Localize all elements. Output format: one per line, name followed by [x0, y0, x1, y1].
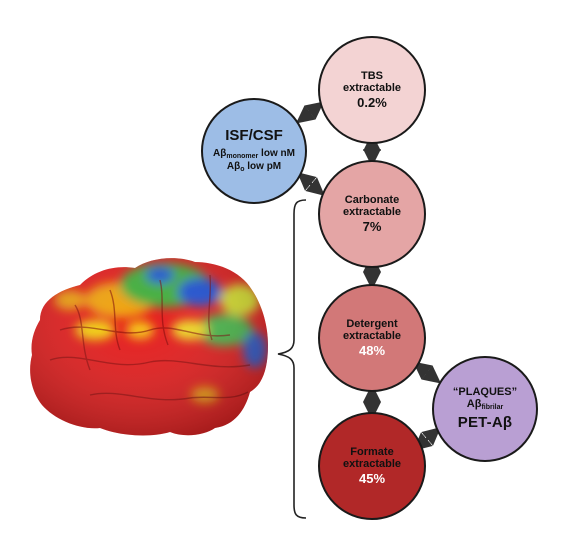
carbonate-label-line2: extractable: [342, 206, 402, 219]
formate-node: Formate extractable 45%: [318, 412, 426, 520]
fibrilar-subscript: fibrilar: [481, 404, 504, 412]
isf-oligomer-line: Aβo low pM: [227, 161, 281, 174]
carbonate-node: Carbonate extractable 7%: [318, 160, 426, 268]
tbs-label-line2: extractable: [342, 82, 402, 95]
bracket: [277, 199, 307, 519]
oligomer-concentration: low pM: [244, 160, 282, 172]
arrow-detergent-plaques: [412, 361, 442, 384]
plaques-fibrilar-line: Aβfibrilar: [467, 398, 503, 412]
formate-label-line1: Formate: [350, 445, 394, 458]
abeta-label: Aβ: [226, 160, 241, 172]
tbs-node: TBS extractable 0.2%: [318, 36, 426, 144]
carbonate-percent: 7%: [362, 218, 382, 234]
plaques-label: “PLAQUES”: [452, 386, 518, 399]
isf-csf-node: ISF/CSF Aβmonomer low nM Aβo low pM: [201, 98, 307, 204]
arrow-isf-carbonate: [297, 172, 325, 196]
detergent-node: Detergent extractable 48%: [318, 284, 426, 392]
detergent-label-line1: Detergent: [346, 317, 398, 330]
carbonate-label-line1: Carbonate: [344, 193, 400, 206]
oligomer-subscript: o: [240, 165, 245, 173]
detergent-percent: 48%: [358, 342, 386, 358]
pet-abeta-label: PET-Aβ: [457, 414, 513, 432]
isf-csf-title: ISF/CSF: [225, 127, 283, 145]
formate-percent: 45%: [358, 470, 386, 486]
tbs-percent: 0.2%: [357, 94, 387, 110]
arrow-isf-tbs: [295, 101, 325, 124]
abeta-label: Aβ: [213, 148, 227, 160]
abeta-label: Aβ: [466, 398, 482, 411]
monomer-concentration: low nM: [258, 148, 295, 160]
monomer-subscript: monomer: [226, 153, 259, 161]
formate-label-line2: extractable: [342, 458, 402, 471]
detergent-label-line2: extractable: [342, 330, 402, 343]
tbs-label-line1: TBS: [361, 69, 383, 82]
plaques-node: “PLAQUES” Aβfibrilar PET-Aβ: [432, 356, 538, 462]
isf-monomer-line: Aβmonomer low nM: [213, 148, 295, 161]
arrow-formate-plaques: [413, 427, 441, 451]
